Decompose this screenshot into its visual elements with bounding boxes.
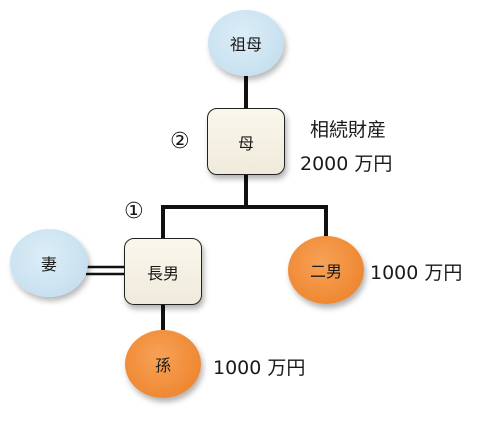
inheritance-total: 2000 万円 xyxy=(300,153,393,175)
marker-mother: ② xyxy=(170,129,190,154)
second-son-share: 1000 万円 xyxy=(370,262,463,284)
node-eldest-son-label: 長男 xyxy=(146,263,179,283)
marker-eldest-son: ① xyxy=(124,199,144,224)
node-mother-label: 母 xyxy=(237,133,254,153)
node-second-son-label: 二男 xyxy=(309,262,342,281)
node-grandmother-label: 祖母 xyxy=(229,35,262,54)
node-grandchild-label: 孫 xyxy=(154,356,171,375)
node-second-son: 二男 xyxy=(288,236,364,304)
node-grandchild: 孫 xyxy=(125,330,201,398)
inheritance-heading: 相続財産 xyxy=(310,119,387,141)
node-mother: 母 xyxy=(207,108,285,175)
node-wife-label: 妻 xyxy=(40,255,57,274)
node-wife: 妻 xyxy=(10,229,88,297)
grandchild-share: 1000 万円 xyxy=(213,357,306,379)
node-grandmother: 祖母 xyxy=(208,10,284,76)
node-eldest-son: 長男 xyxy=(124,238,202,305)
